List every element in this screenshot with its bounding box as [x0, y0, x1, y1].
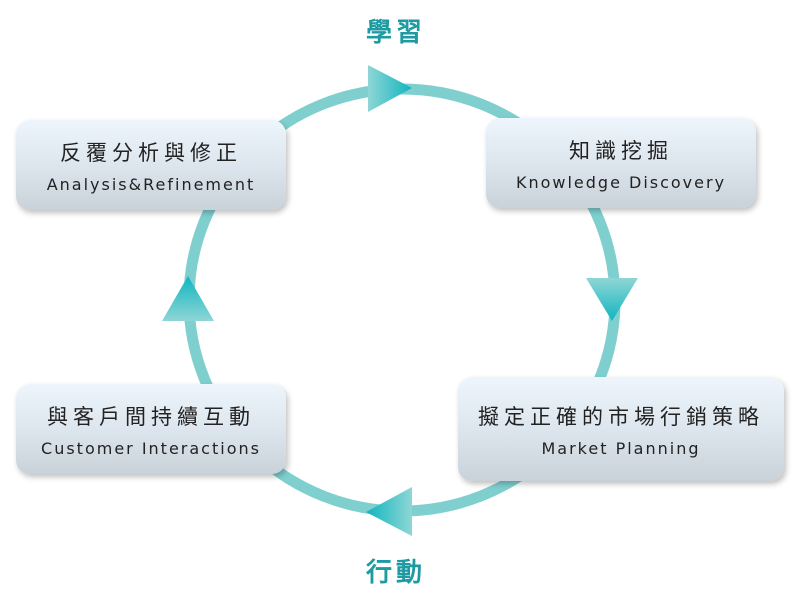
node-title-zh: 知識挖掘 [569, 138, 673, 163]
node-analysis-refinement: 反覆分析與修正 Analysis&Refinement [16, 120, 286, 210]
node-title-en: Customer Interactions [41, 438, 261, 458]
node-title-en: Analysis&Refinement [46, 174, 256, 194]
arrow-left-icon [366, 487, 412, 536]
node-customer-interactions: 與客戶間持續互動 Customer Interactions [16, 384, 286, 474]
node-title-zh: 與客戶間持續互動 [47, 404, 255, 429]
arrow-up-icon [162, 276, 214, 321]
arrow-right-icon [368, 65, 412, 112]
node-title-en: Market Planning [541, 438, 701, 458]
arrow-down-icon [586, 278, 638, 321]
node-market-planning: 擬定正確的市場行銷策略 Market Planning [458, 377, 784, 481]
node-knowledge-discovery: 知識挖掘 Knowledge Discovery [486, 118, 756, 208]
phase-label-learning: 學習 [366, 18, 427, 48]
node-title-zh: 擬定正確的市場行銷策略 [478, 404, 764, 429]
node-title-zh: 反覆分析與修正 [60, 140, 242, 165]
phase-label-action: 行動 [366, 558, 427, 588]
node-title-en: Knowledge Discovery [515, 172, 727, 192]
